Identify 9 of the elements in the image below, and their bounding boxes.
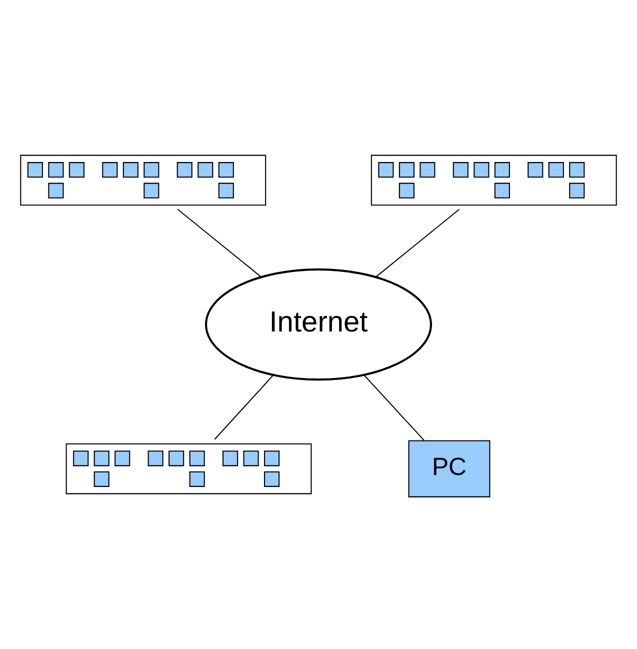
node-network (20, 154, 266, 206)
connector (364, 374, 425, 441)
connector (376, 208, 460, 278)
connector (214, 374, 274, 440)
node-network (370, 154, 617, 206)
node-box: PC (408, 440, 490, 498)
connector (177, 208, 262, 278)
node-ellipse: Internet (204, 268, 432, 381)
node-network (66, 443, 312, 494)
